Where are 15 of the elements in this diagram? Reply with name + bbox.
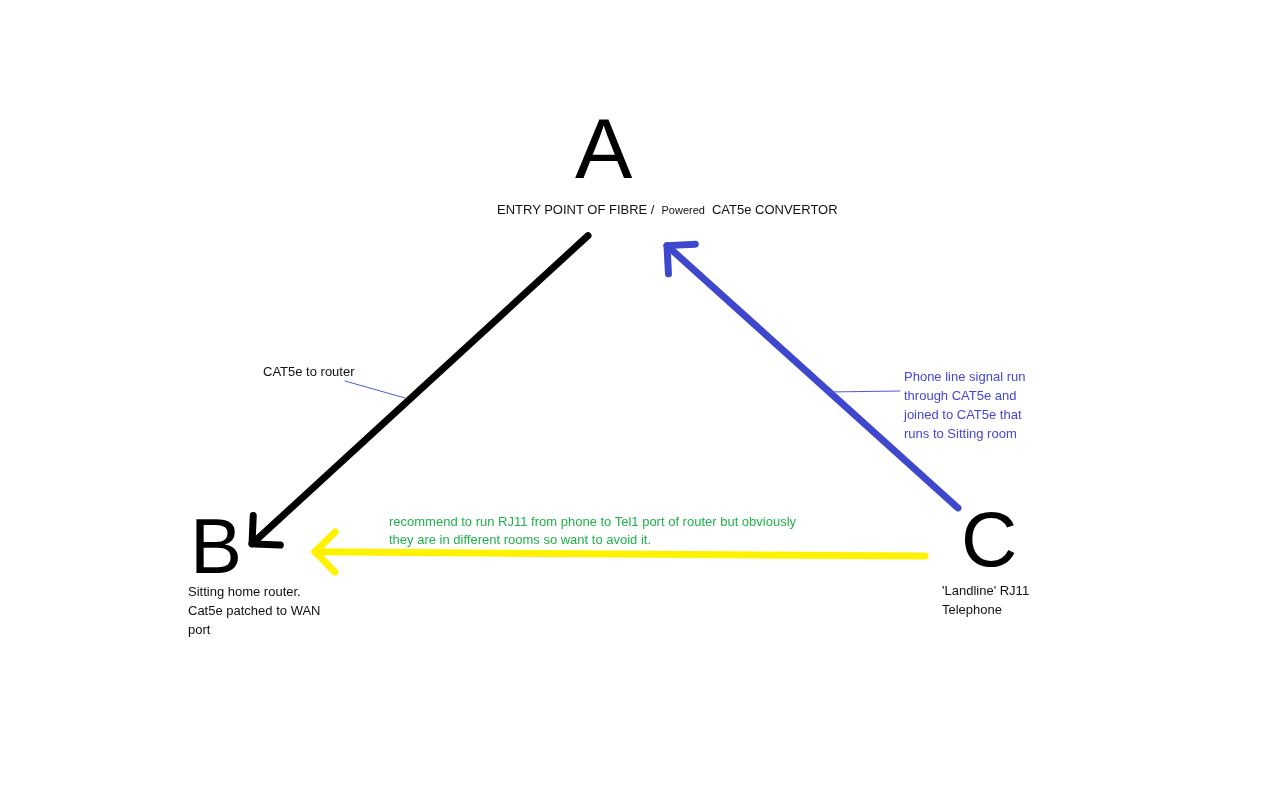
node-caption: 'Landline' RJ11 Telephone (942, 582, 1031, 619)
node-caption: Sitting home router. Cat5e patched to WAN port (188, 583, 322, 639)
node-letter: C (961, 511, 1018, 569)
leader-line (827, 390, 901, 393)
arrow (248, 232, 592, 549)
node-caption: Powered (661, 202, 705, 218)
annotation-text: CAT5e to router (263, 362, 355, 381)
node-caption: ENTRY POINT OF FIBRE / (497, 201, 655, 218)
leader-line (344, 380, 406, 399)
arrow (311, 528, 929, 576)
node-caption: CAT5e CONVERTOR (711, 201, 838, 218)
node-letter: B (190, 518, 243, 576)
annotation-text: Phone line signal run through CAT5e and joined to CAT5e that runs to Sitting room (904, 367, 1042, 443)
node-letter: A (575, 117, 633, 181)
arrow (663, 240, 962, 512)
